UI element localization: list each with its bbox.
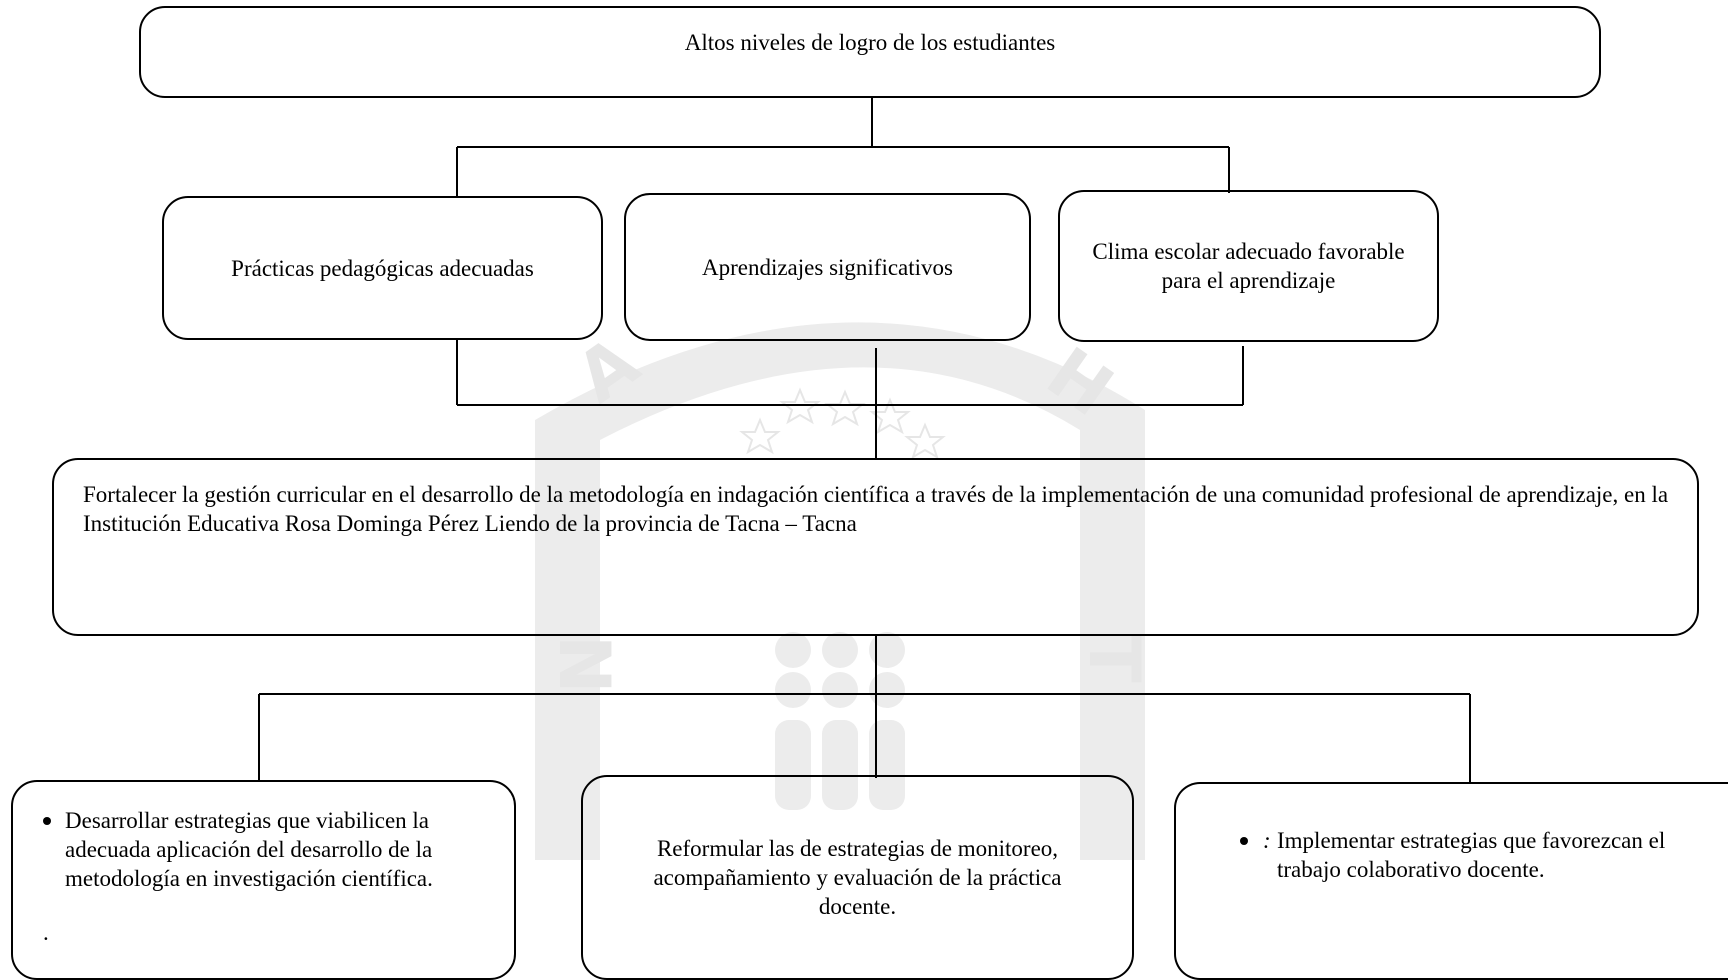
watermark-arch-shape (535, 322, 1145, 860)
watermark-dot (775, 672, 811, 708)
strategy-left-trailing-mark: . (43, 920, 49, 945)
watermark-dot (822, 632, 858, 668)
strategy-right-label: Implementar estrategias que favorezcan e… (1277, 828, 1666, 882)
strategy-box-center: Reformular las de estrategias de monitor… (581, 775, 1134, 980)
result-text-aprendizajes: Aprendizajes significativos (701, 254, 953, 280)
result-box-aprendizajes: Aprendizajes significativos (624, 193, 1031, 341)
top-goal-text: Altos niveles de logro de los estudiante… (684, 30, 1056, 55)
strategy-box-left: Desarrollar estrategias que viabilicen l… (11, 780, 516, 980)
watermark-bar (869, 720, 905, 810)
central-objective-box: Fortalecer la gestión curricular en el d… (52, 458, 1699, 636)
watermark-star (904, 422, 946, 460)
watermark-dot (869, 632, 905, 668)
central-objective-text: Fortalecer la gestión curricular en el d… (83, 482, 1669, 536)
watermark-bar (822, 720, 858, 810)
result-box-clima: Clima escolar adecuado favorable para el… (1058, 190, 1439, 342)
watermark-star (779, 387, 821, 425)
watermark-dot (775, 632, 811, 668)
strategy-box-right: : Implementar estrategias que favorezcan… (1174, 782, 1728, 980)
strategy-left-item: Desarrollar estrategias que viabilicen l… (39, 806, 494, 893)
watermark-star (739, 417, 781, 455)
watermark-dot (822, 672, 858, 708)
watermark-letter: T (1073, 635, 1155, 683)
strategy-right-text: Implementar estrategias que favorezcan e… (1263, 826, 1714, 884)
result-text-practicas: Prácticas pedagógicas adecuadas (231, 255, 534, 281)
top-goal-box: Altos niveles de logro de los estudiante… (139, 6, 1601, 98)
watermark-letter: N (543, 635, 625, 694)
strategy-right-item: : Implementar estrategias que favorezcan… (1204, 826, 1714, 884)
result-text-clima: Clima escolar adecuado favorable para el… (1092, 239, 1405, 293)
watermark-bar (775, 720, 811, 810)
bullet-dot-icon (1240, 837, 1248, 845)
strategy-center-text: Reformular las de estrategias de monitor… (653, 836, 1062, 919)
strategy-left-list: Desarrollar estrategias que viabilicen l… (39, 806, 494, 893)
watermark-dot (869, 672, 905, 708)
result-box-practicas: Prácticas pedagógicas adecuadas (162, 196, 603, 340)
strategy-right-prefix: : (1263, 828, 1271, 853)
